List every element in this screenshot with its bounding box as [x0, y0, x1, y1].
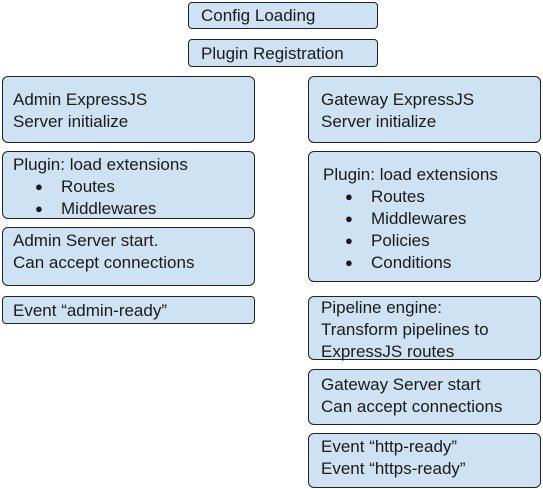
gateway-plugin-list: ● Routes ● Middlewares ● Policies ● Cond…	[323, 186, 540, 274]
plugin-registration-box: Plugin Registration	[188, 39, 378, 67]
admin-server-init-box: Admin ExpressJS Server initialize	[2, 76, 255, 143]
admin-ready-event-box: Event “admin-ready”	[2, 296, 255, 324]
bullet-icon: ●	[345, 255, 353, 270]
gateway-plugin-item-routes: ● Routes	[323, 186, 540, 208]
pipeline-line-1: Pipeline engine:	[321, 298, 442, 317]
admin-init-line-2: Server initialize	[13, 112, 129, 131]
config-loading-box: Config Loading	[188, 2, 378, 29]
bullet-icon: ●	[345, 211, 353, 226]
pipeline-line-3: ExpressJS routes	[321, 342, 455, 361]
gateway-plugin-item-middlewares: ● Middlewares	[323, 208, 540, 230]
gateway-plugin-title: Plugin: load extensions	[323, 165, 498, 184]
admin-plugin-item-middlewares: ● Middlewares	[13, 198, 254, 220]
gateway-plugin-item-label: Middlewares	[371, 209, 467, 228]
gateway-server-start-box: Gateway Server start Can accept connecti…	[308, 369, 541, 425]
admin-init-line-1: Admin ExpressJS	[13, 90, 148, 109]
admin-event-label: Event “admin-ready”	[13, 301, 168, 320]
gateway-init-line-2: Server initialize	[321, 112, 437, 131]
admin-plugin-item-routes: ● Routes	[13, 176, 254, 198]
gateway-plugin-item-policies: ● Policies	[323, 230, 540, 252]
gateway-start-line-1: Gateway Server start	[321, 375, 481, 394]
admin-start-line-1: Admin Server start.	[13, 231, 159, 250]
gateway-server-init-box: Gateway ExpressJS Server initialize	[308, 76, 541, 143]
admin-plugin-item-label: Routes	[61, 177, 115, 196]
gateway-plugin-item-label: Conditions	[371, 253, 452, 272]
gateway-ready-events-box: Event “http-ready” Event “https-ready”	[308, 433, 541, 488]
admin-server-start-box: Admin Server start. Can accept connectio…	[2, 227, 255, 286]
admin-plugin-title: Plugin: load extensions	[13, 155, 188, 174]
bullet-icon: ●	[345, 233, 353, 248]
gateway-plugin-item-label: Policies	[371, 231, 430, 250]
gateway-plugin-item-conditions: ● Conditions	[323, 252, 540, 274]
bullet-icon: ●	[345, 189, 353, 204]
gateway-init-line-1: Gateway ExpressJS	[321, 90, 475, 109]
plugin-registration-label: Plugin Registration	[201, 44, 344, 63]
config-loading-label: Config Loading	[201, 6, 316, 25]
gateway-start-line-2: Can accept connections	[321, 397, 503, 416]
admin-plugin-item-label: Middlewares	[61, 199, 157, 218]
gateway-event-line-2: Event “https-ready”	[321, 459, 466, 478]
admin-start-line-2: Can accept connections	[13, 253, 195, 272]
pipeline-engine-box: Pipeline engine: Transform pipelines to …	[308, 296, 541, 361]
gateway-event-line-1: Event “http-ready”	[321, 437, 458, 456]
gateway-plugin-item-label: Routes	[371, 187, 425, 206]
admin-plugin-extensions-box: Plugin: load extensions ● Routes ● Middl…	[2, 151, 255, 219]
pipeline-line-2: Transform pipelines to	[321, 320, 489, 339]
gateway-plugin-extensions-box: Plugin: load extensions ● Routes ● Middl…	[308, 151, 541, 282]
admin-plugin-list: ● Routes ● Middlewares	[13, 176, 254, 220]
bullet-icon: ●	[35, 201, 43, 216]
bullet-icon: ●	[35, 179, 43, 194]
